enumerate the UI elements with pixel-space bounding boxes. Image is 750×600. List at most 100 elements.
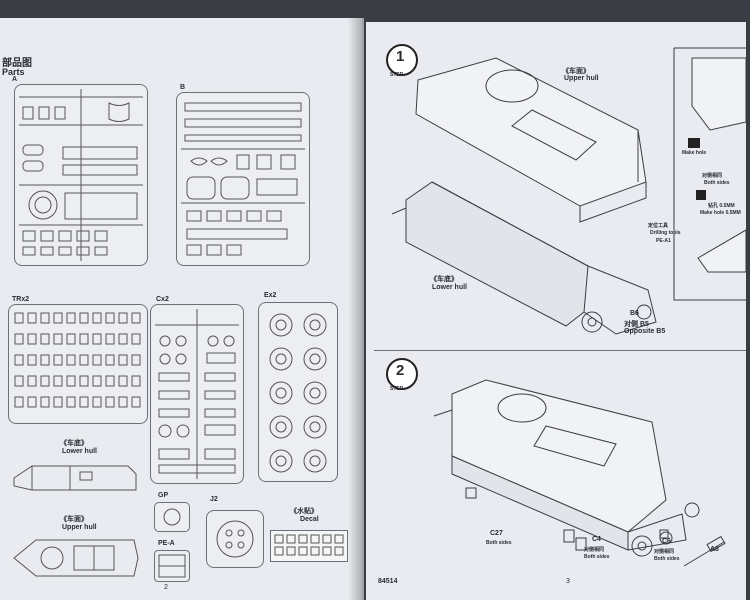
decal-label-en: Decal xyxy=(300,516,319,523)
sprue-label-a: A xyxy=(12,76,18,83)
step1-both-sides-cn: 对侧相同 xyxy=(702,173,723,179)
track-link-part xyxy=(53,354,63,366)
track-link-part xyxy=(66,375,76,387)
step-2-badge: 2 xyxy=(386,358,418,390)
step1-hole-size-cn: 钻孔 0.5MM xyxy=(708,203,735,209)
page-number-right: 3 xyxy=(566,578,570,585)
sprue-gp-frame xyxy=(154,502,190,532)
track-link-part xyxy=(105,333,115,345)
track-link-part xyxy=(118,354,128,366)
step2-c27-en: Both sides xyxy=(486,540,512,546)
track-link-part xyxy=(66,396,76,408)
step2-c6: C6 xyxy=(662,538,671,545)
step-divider xyxy=(374,350,746,351)
step1-hole-size-en: Make hole 0.5MM xyxy=(700,210,741,216)
sprue-gp-parts xyxy=(163,508,181,526)
decal-sheet-markings xyxy=(274,534,344,556)
right-page: 1 STEP 《车面》 Upper hull 《车底》 Lower hull B… xyxy=(366,22,746,600)
step-2-badge-text: STEP xyxy=(390,386,404,392)
track-link-part xyxy=(53,333,63,345)
track-link-part xyxy=(53,312,63,324)
sprue-b-parts xyxy=(181,102,305,256)
track-link-part xyxy=(66,333,76,345)
track-link-part xyxy=(131,354,141,366)
step1-upper-hull-cn: 《车面》 xyxy=(562,68,590,75)
left-page: 部品图 Parts A B xyxy=(0,18,364,600)
track-link-part xyxy=(27,333,37,345)
page-number-left: 2 xyxy=(164,584,168,591)
track-link-part xyxy=(92,312,102,324)
track-link-part xyxy=(40,354,50,366)
step1-tool-cn: 定位工具 xyxy=(648,223,669,229)
track-link-part xyxy=(118,333,128,345)
lower-hull-drawing xyxy=(13,465,137,491)
lower-hull-label-cn: 《车底》 xyxy=(60,440,88,447)
track-link-part xyxy=(79,333,89,345)
step1-tool-part: PE-A1 xyxy=(656,238,671,244)
track-link-part xyxy=(92,375,102,387)
spine-shadow xyxy=(348,18,362,600)
sprue-a-parts xyxy=(19,89,143,261)
track-link-part xyxy=(118,396,128,408)
sprue-j-frame xyxy=(206,510,264,568)
track-link-part xyxy=(27,354,37,366)
upper-hull-drawing xyxy=(13,539,139,577)
step1-tool-en: Drilling tools xyxy=(650,230,681,236)
step-1-number: 1 xyxy=(396,48,405,65)
sprue-label-j: J2 xyxy=(210,496,218,503)
step-1-badge: 1 xyxy=(386,44,418,76)
upper-hull-label-cn: 《车面》 xyxy=(60,516,88,523)
track-link-part xyxy=(66,354,76,366)
track-link-part xyxy=(66,312,76,324)
track-link-part xyxy=(105,375,115,387)
track-link-part xyxy=(105,354,115,366)
sprue-label-c: Cx2 xyxy=(156,296,169,303)
track-link-part xyxy=(14,375,24,387)
sprue-label-pe-a: PE-A xyxy=(158,540,175,547)
track-link-part xyxy=(92,354,102,366)
track-link-part xyxy=(14,354,24,366)
sprue-b-frame xyxy=(176,92,310,266)
step2-a8: A8 xyxy=(710,546,719,553)
step1-part-b6: B6 xyxy=(630,310,639,317)
track-link-part xyxy=(131,396,141,408)
track-link-part xyxy=(40,312,50,324)
track-link-part xyxy=(27,312,37,324)
step1-lower-hull-en: Lower hull xyxy=(432,284,467,291)
track-link-part xyxy=(40,333,50,345)
track-link-part xyxy=(105,396,115,408)
track-link-part xyxy=(131,333,141,345)
step1-upper-hull-en: Upper hull xyxy=(564,75,599,82)
step-2-number: 2 xyxy=(396,362,405,379)
track-link-part xyxy=(79,354,89,366)
track-link-part xyxy=(27,396,37,408)
sprue-tr-parts xyxy=(14,312,141,408)
parts-title-cn: 部品图 xyxy=(2,58,32,69)
sprue-pe-a-parts xyxy=(158,554,186,578)
product-code: 84514 xyxy=(378,578,398,585)
track-link-part xyxy=(14,312,24,324)
track-link-part xyxy=(92,333,102,345)
sprue-label-b: B xyxy=(180,84,186,91)
track-link-part xyxy=(14,396,24,408)
sprue-e-frame xyxy=(258,302,338,482)
track-link-part xyxy=(53,396,63,408)
track-link-part xyxy=(131,375,141,387)
track-link-part xyxy=(79,375,89,387)
sprue-e-parts xyxy=(269,313,327,473)
track-link-part xyxy=(40,396,50,408)
sprue-c-parts xyxy=(155,309,239,479)
track-link-part xyxy=(79,312,89,324)
step2-c6-en: Both sides xyxy=(654,556,680,562)
decal-sheet xyxy=(270,530,348,562)
step1-opposite-cn: 对侧 B5 xyxy=(624,321,649,328)
track-link-part xyxy=(27,375,37,387)
step-2-drawing xyxy=(433,379,726,567)
step1-opposite-en: Opposite B5 xyxy=(624,328,666,335)
step1-lower-hull-cn: 《车底》 xyxy=(430,276,458,283)
track-link-part xyxy=(118,312,128,324)
upper-hull-label-en: Upper hull xyxy=(62,524,97,531)
parts-title-en: Parts xyxy=(2,67,25,77)
drill-icon-2 xyxy=(696,190,706,200)
decal-label-cn: 《水贴》 xyxy=(290,508,318,515)
